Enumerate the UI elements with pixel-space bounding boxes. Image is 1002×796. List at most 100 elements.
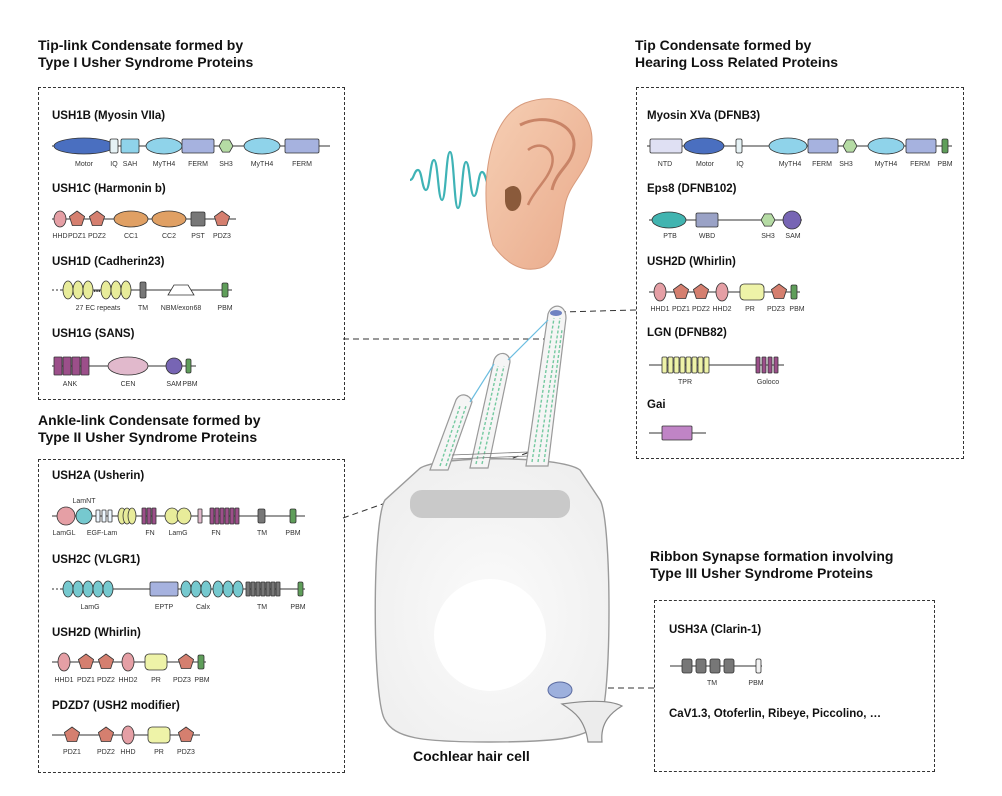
pdz-pentagon [177,726,195,742]
domain-label: PR [151,677,161,684]
nerve-terminal [560,700,624,743]
domain-label: PDZ2 [97,677,115,684]
domain-label: IQ [110,161,118,168]
tip-title-line1: Tip Condensate formed by [635,37,812,53]
tpr-repeat [691,356,698,374]
fn-repeat [214,507,220,525]
eptp-domain [149,581,179,597]
hhd-domain [121,725,135,745]
domain-label: HHD [120,749,135,756]
pbm-motif [941,138,949,154]
nucleus [434,579,546,691]
calx-repeat [190,580,202,598]
domain-label: EGF-Lam [87,530,118,537]
domain-label: IQ [736,161,744,168]
pr-domain [739,283,765,301]
tm-helix [255,581,261,597]
domain-label: PBM [748,680,763,687]
domain-label: MyTH4 [251,161,274,168]
sah-domain [120,138,140,154]
domain-label: PDZ2 [692,306,710,313]
ank-repeat [80,356,90,376]
lamg-domain [176,507,192,525]
fn-repeat [224,507,230,525]
domain-label: HHD [52,233,67,240]
pst-domain [190,211,206,227]
pdz-pentagon [213,210,231,226]
pdz-pentagon [770,283,788,299]
domain-label: PDZ1 [672,306,690,313]
domain-label: PDZ1 [77,677,95,684]
domain-label: 27 EC repeats [76,305,121,312]
hhd-domain [121,652,135,672]
ankle-link [451,451,529,456]
tip-panel [636,87,964,459]
calx-repeat [222,580,234,598]
domain-label: PDZ1 [68,233,86,240]
protein-name-ush1d: USH1D (Cadherin23) [52,256,165,268]
protein-name-ush2d-tip: USH2D (Whirlin) [647,256,736,268]
ellipsis-dots: ··· [94,288,101,295]
tpr-repeat [661,356,668,374]
pbm-motif [297,581,304,597]
stereocilium-middle [469,352,511,469]
ribbon-panel [654,600,935,772]
domain-label: CEN [121,381,136,388]
stereocilium-tall [525,305,567,467]
domain-label: NTD [658,161,672,168]
protein-name-ush1g: USH1G (SANS) [52,328,135,340]
ank-repeat [53,356,63,376]
goloco-motif [773,356,779,374]
domain-label: HHD1 [54,677,73,684]
goloco-motif [761,356,767,374]
domain-label: FERM [292,161,312,168]
domain-label: Calx [196,604,211,611]
domain-label: FN [145,530,154,537]
domain-label: PR [745,306,755,313]
protein-name-ush2a: USH2A (Usherin) [52,470,145,482]
pdz-pentagon [63,726,81,742]
pdz-pentagon [97,653,115,669]
protein-name-gai: Gai [647,399,666,411]
domain-label: MyTH4 [153,161,176,168]
protein-name-ush3a: USH3A (Clarin-1) [669,624,762,636]
tiplink-title-line1: Tip-link Condensate formed by [38,37,244,53]
tiplink-title-line2: Type I Usher Syndrome Proteins [38,54,254,70]
hhd-domain [715,282,729,302]
tpr-repeat [703,356,710,374]
tpr-repeat [697,356,704,374]
myth4-domain [243,137,281,155]
ntd-domain [649,138,683,154]
lamg-repeat [82,580,94,598]
cen-domain [107,356,149,376]
nbm-exon68-shape [167,284,195,296]
domain-label: Motor [75,161,94,168]
ribbon-title-line1: Ribbon Synapse formation involving [650,548,894,564]
domain-label: CC2 [162,233,176,240]
motor-domain [53,137,115,155]
domain-label: PDZ1 [63,749,81,756]
goloco-motif [767,356,773,374]
ribbon-title-line2: Type III Usher Syndrome Proteins [650,565,874,581]
domain-label: FERM [910,161,930,168]
tm-helix [275,581,281,597]
domain-label: SAM [785,233,800,240]
myth4-domain [768,137,808,155]
domain-label: TPR [678,379,692,386]
fn-repeat [229,507,235,525]
domain-label: PDZ3 [173,677,191,684]
ferm-domain [807,138,839,154]
ankle-title-line1: Ankle-link Condensate formed by [38,412,261,428]
domain-label: SAH [123,161,137,168]
sound-wave-icon [409,150,491,210]
domain-label: LamNT [73,498,97,505]
domain-label: WBD [699,233,715,240]
calx-repeat [212,580,224,598]
domain-label: HHD1 [650,306,669,313]
protein-name-ush2d-ankle: USH2D (Whirlin) [52,627,141,639]
domain-label: Goloco [757,379,779,386]
protein-name-ush1b: USH1B (Myosin VIIa) [52,110,166,122]
tm-helix [695,658,707,674]
pdz-pentagon [97,726,115,742]
protein-name-pdzd7: PDZD7 (USH2 modifier) [52,700,180,712]
